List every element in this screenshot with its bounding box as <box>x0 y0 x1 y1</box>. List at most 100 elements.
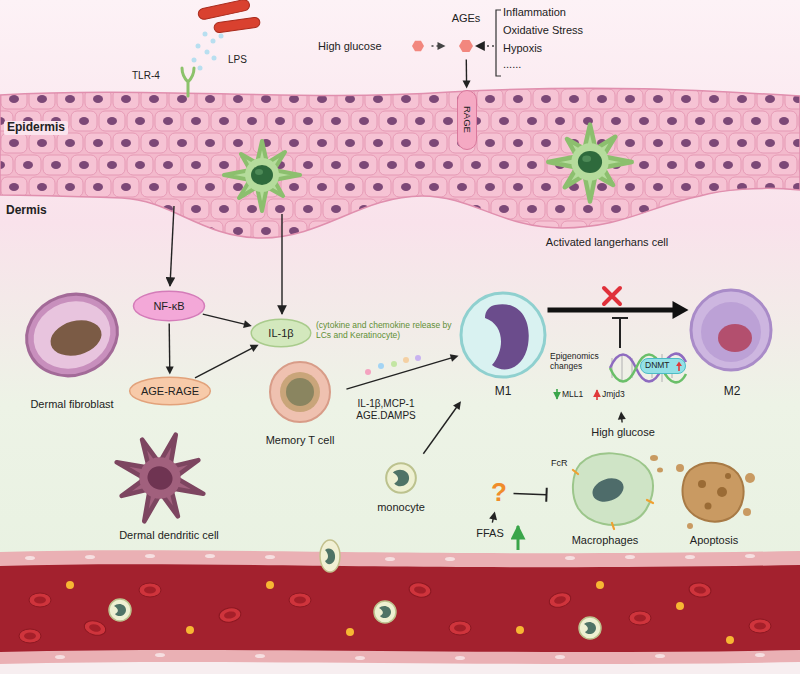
apoptotic-cell: Apoptosis <box>672 458 756 548</box>
node-text: monocyte <box>370 501 432 514</box>
enzyme-box: DNMT <box>640 358 686 374</box>
ellipse-shape <box>133 291 204 320</box>
t-cell: Memory T cell <box>255 358 345 448</box>
art-detail <box>325 549 335 565</box>
receptor-label: TLR-4 <box>132 70 160 82</box>
node-text: Memory T cell <box>257 434 343 447</box>
art-detail <box>718 324 752 352</box>
increase-arrow <box>517 526 520 550</box>
node-text: High glucose <box>318 40 404 53</box>
art-detail <box>203 32 208 37</box>
node-text: AGEs <box>449 12 483 25</box>
node-text: AGE-RAGE <box>140 385 200 398</box>
art-detail <box>55 655 65 659</box>
pathway-ellipse: NF-κB <box>132 290 206 322</box>
art-detail <box>29 593 51 607</box>
art-detail <box>289 593 311 607</box>
art-detail <box>0 550 800 674</box>
connector <box>166 323 174 374</box>
art-detail <box>573 453 653 525</box>
stimulus-item: Oxidative Stress <box>503 24 583 37</box>
langerhans-cell: Activated langerhans cell <box>522 112 692 250</box>
annotation-note: (cytokine and chemokine release by LCs a… <box>316 321 456 341</box>
art-detail <box>0 88 800 238</box>
art-detail <box>701 302 761 362</box>
art-detail <box>320 540 340 572</box>
edge-label: IL-1β,MCP-1 AGE.DAMPS <box>340 398 432 422</box>
art-detail <box>449 621 471 635</box>
node-text: RAGE <box>461 106 472 133</box>
art-detail <box>365 369 371 375</box>
receptor-label: FcR <box>551 458 568 468</box>
art-detail <box>650 455 658 461</box>
node-text: IL-1β <box>262 327 300 340</box>
art-detail <box>205 50 210 55</box>
node-text: Jmjd3 <box>602 390 636 400</box>
art-detail <box>265 555 275 559</box>
art-detail <box>717 487 727 497</box>
art-detail <box>676 464 684 472</box>
art-detail <box>391 361 397 367</box>
node-text: ? <box>488 478 510 508</box>
arrow-head <box>438 42 446 50</box>
art-detail <box>565 556 575 560</box>
connector <box>203 314 252 328</box>
langerhans-cell-art <box>548 125 632 202</box>
art-detail <box>461 293 545 377</box>
receptor-capsule: RAGE <box>457 90 477 150</box>
connector <box>346 354 458 389</box>
langerhans-cell-art <box>224 141 300 211</box>
connector-line <box>513 494 546 495</box>
blood-vessel <box>0 540 800 674</box>
m2-cell-art <box>691 290 771 370</box>
art-detail <box>270 362 330 422</box>
art-detail <box>385 557 395 561</box>
art-detail <box>109 599 131 621</box>
art-detail <box>25 554 765 660</box>
node-text: DNMT <box>645 361 675 371</box>
art-detail <box>555 655 565 659</box>
node-text: MLL1 <box>562 390 592 400</box>
epigenetic-change: Epigenomics changesMLL1 Jmjd3 DNMT <box>548 348 688 410</box>
macrophage-art <box>573 453 663 529</box>
monocyte-cell: monocyte <box>368 455 434 515</box>
unknown-mark: ? <box>486 476 512 510</box>
art-detail <box>214 17 261 33</box>
dotted-arrow <box>476 45 494 46</box>
connector <box>195 345 259 378</box>
fibroblast-cell: Dermal fibroblast <box>18 282 126 412</box>
art-detail <box>415 355 421 361</box>
node-text: Epigenomics changes <box>550 352 606 372</box>
arrow-head <box>453 401 461 410</box>
node-text: M2 <box>692 385 772 399</box>
art-detail <box>355 656 365 660</box>
art-detail <box>705 503 712 510</box>
arrow-head <box>243 320 252 328</box>
art-detail <box>320 540 340 572</box>
bracket <box>496 10 501 76</box>
art-detail <box>205 554 215 558</box>
art-detail <box>24 291 120 380</box>
art-detail <box>255 654 265 658</box>
art-detail <box>516 626 524 634</box>
pathway-ellipse: AGE-RAGE <box>128 376 212 406</box>
art-detail <box>19 629 41 643</box>
ellipse-shape <box>130 377 211 405</box>
arrow-head <box>673 301 689 319</box>
decrease-arrow <box>556 389 558 399</box>
stimulus-item: ...... <box>503 58 521 71</box>
art-detail <box>0 662 800 674</box>
art-detail <box>485 304 529 369</box>
fibroblast-art <box>15 282 129 389</box>
node-text: Activated langerhans cell <box>524 236 690 249</box>
block-cross <box>604 288 620 304</box>
art-detail <box>0 88 800 238</box>
node-text: M1 <box>462 385 544 399</box>
monocyte-art <box>386 463 416 493</box>
inhibition-head <box>545 488 548 502</box>
arrow-head <box>450 354 459 362</box>
age-molecule: AGEs <box>447 12 485 58</box>
connector <box>513 488 546 502</box>
connector-line <box>169 323 171 368</box>
